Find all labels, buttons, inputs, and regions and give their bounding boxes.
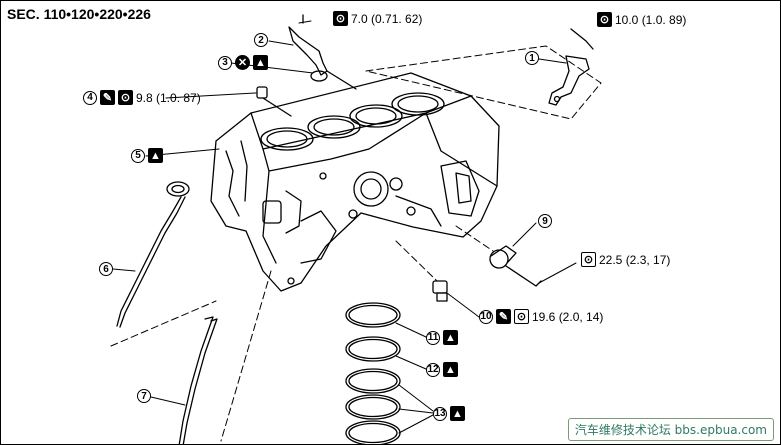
part-number-badge: 5 bbox=[131, 148, 145, 163]
section-title: SEC. 110•120•220•226 bbox=[7, 6, 151, 22]
leader-lines bbox=[112, 20, 577, 434]
part-10-pressure-switch bbox=[395, 240, 448, 302]
part-number-badge: 1 bbox=[525, 51, 539, 65]
torque-wrench-icon: ⊙ bbox=[514, 309, 529, 324]
part-number-badge: 2 bbox=[254, 33, 268, 47]
callout-1: 1 bbox=[525, 51, 539, 65]
part-number-badge: 10 bbox=[479, 309, 493, 324]
torque-wrench-icon: ⊙ bbox=[597, 12, 612, 27]
callout-2: 2 bbox=[254, 33, 268, 47]
torque-value: 9.8 (1.0. 87) bbox=[136, 90, 201, 105]
torque-value: 7.0 (0.71. 62) bbox=[351, 11, 423, 26]
part-number-badge: 13 bbox=[433, 406, 447, 421]
callout-4: 4 ✎ ⊙ 9.8 (1.0. 87) bbox=[83, 90, 201, 105]
lubricate-icon: ▲ bbox=[450, 406, 465, 421]
part-2-stud bbox=[288, 14, 357, 90]
torque-value: 10.0 (1.0. 89) bbox=[615, 12, 687, 27]
piston-rings bbox=[345, 302, 401, 444]
callout-bolt-2-torque: ⊙ 7.0 (0.71. 62) bbox=[333, 11, 422, 26]
part-number-badge: 4 bbox=[83, 90, 97, 105]
do-not-reuse-icon: ✕ bbox=[235, 55, 250, 70]
callout-bolt-9-torque: ⊙ 22.5 (2.3, 17) bbox=[581, 252, 670, 267]
part-number-badge: 11 bbox=[426, 330, 440, 345]
torque-value: 19.6 (2.0, 14) bbox=[532, 309, 604, 324]
forum-watermark: 汽车维修技术论坛 bbs.epbua.com bbox=[567, 418, 774, 441]
part-7-oil-level-gauge-guide bbox=[110, 270, 272, 444]
torque-wrench-icon: ⊙ bbox=[333, 11, 348, 26]
callout-9: 9 bbox=[538, 214, 552, 228]
part-number-badge: 3 bbox=[218, 55, 232, 70]
part-number-badge: 7 bbox=[137, 389, 151, 403]
cylinder-block bbox=[210, 72, 500, 292]
apply-sealant-icon: ✎ bbox=[100, 90, 115, 105]
lubricate-icon: ▲ bbox=[253, 55, 268, 70]
part-number-badge: 6 bbox=[99, 262, 113, 276]
lubricate-icon: ▲ bbox=[443, 330, 458, 345]
callout-7: 7 bbox=[137, 389, 151, 403]
callout-3: 3 ✕ ▲ bbox=[218, 55, 268, 70]
part-3-oring bbox=[310, 70, 328, 82]
part-9-knock-sensor bbox=[455, 225, 542, 287]
part-6-oil-level-gauge bbox=[116, 181, 190, 328]
torque-wrench-icon: ⊙ bbox=[581, 252, 596, 267]
torque-value: 22.5 (2.3, 17) bbox=[599, 252, 671, 267]
callout-6: 6 bbox=[99, 262, 113, 276]
part-number-badge: 12 bbox=[426, 362, 440, 377]
callout-bolt-1-torque: ⊙ 10.0 (1.0. 89) bbox=[597, 12, 686, 27]
lubricate-icon: ▲ bbox=[443, 362, 458, 377]
callout-12: 12 ▲ bbox=[426, 362, 458, 377]
callout-10: 10 ✎ ⊙ 19.6 (2.0, 14) bbox=[479, 309, 603, 324]
lubricate-icon: ▲ bbox=[148, 148, 163, 163]
callout-11: 11 ▲ bbox=[426, 330, 458, 345]
part-1-bracket bbox=[365, 28, 602, 120]
torque-wrench-icon: ⊙ bbox=[118, 90, 133, 105]
part-number-badge: 9 bbox=[538, 214, 552, 228]
callout-5: 5 ▲ bbox=[131, 148, 163, 163]
part-4-plug bbox=[256, 86, 292, 117]
callout-13: 13 ▲ bbox=[433, 406, 465, 421]
apply-sealant-icon: ✎ bbox=[496, 309, 511, 324]
